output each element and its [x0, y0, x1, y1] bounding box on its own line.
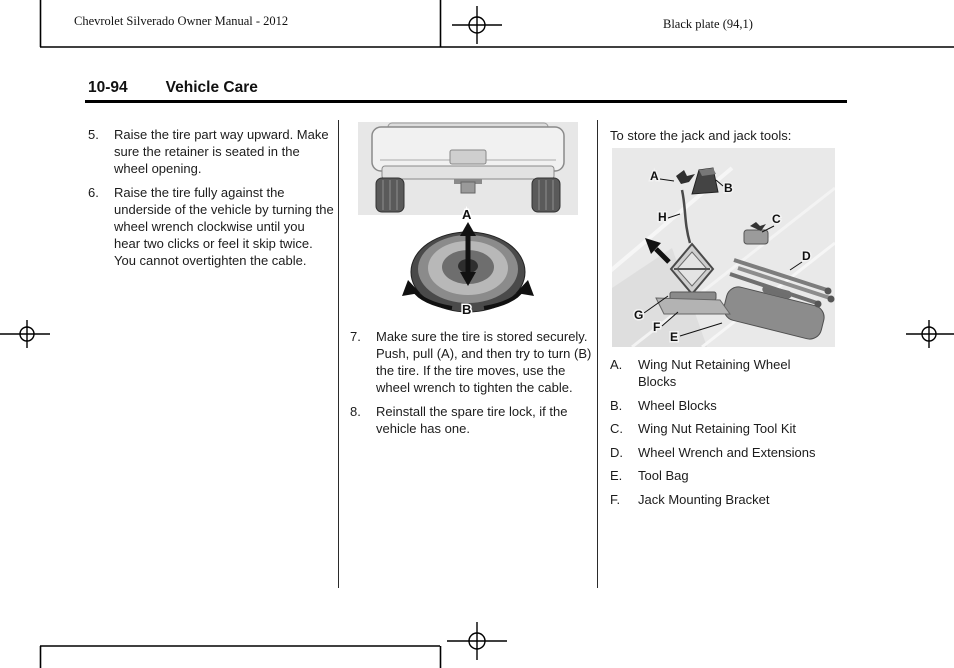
- direction-arrow: [645, 238, 671, 264]
- jack-tools-figure: A B H C D G F E: [612, 148, 835, 347]
- rotation-arrows: [402, 280, 534, 310]
- legend-text: Tool Bag: [638, 468, 689, 483]
- tools-label-e: E: [670, 330, 678, 344]
- column-middle: 7. Make sure the tire is stored securely…: [350, 328, 592, 444]
- step-item-5: 5. Raise the tire part way upward. Make …: [88, 126, 334, 177]
- legend-item-f: F. Jack Mounting Bracket: [610, 491, 825, 508]
- legend-item-d: D. Wheel Wrench and Extensions: [610, 444, 825, 461]
- tools-label-f: F: [653, 320, 660, 334]
- column-left: 5. Raise the tire part way upward. Make …: [88, 126, 334, 276]
- figure-label-b: B: [462, 302, 471, 317]
- legend-item-c: C. Wing Nut Retaining Tool Kit: [610, 420, 825, 437]
- tool-kit-illustration: [743, 222, 769, 245]
- legend-letter: C.: [610, 421, 623, 436]
- header-rule: [85, 100, 847, 103]
- vertical-arrow: [460, 222, 476, 286]
- step-number: 5.: [88, 127, 99, 142]
- jack-storage-intro: To store the jack and jack tools:: [610, 128, 792, 143]
- legend-item-e: E. Tool Bag: [610, 467, 825, 484]
- step-item-8: 8. Reinstall the spare tire lock, if the…: [350, 403, 592, 437]
- legend-letter: A.: [610, 357, 623, 372]
- legend-item-a: A. Wing Nut Retaining Wheel Blocks: [610, 356, 825, 390]
- figure-label-a: A: [462, 207, 472, 222]
- step-number: 7.: [350, 329, 361, 344]
- wing-nut-illustration: [676, 170, 695, 244]
- step-number: 6.: [88, 185, 99, 200]
- tools-label-g: G: [634, 308, 643, 322]
- page-number: 10-94: [88, 79, 128, 96]
- step-text: Raise the tire fully against the undersi…: [114, 185, 334, 268]
- plate-header-right: Black plate (94,1): [663, 17, 753, 31]
- step-text: Raise the tire part way upward. Make sur…: [114, 127, 329, 176]
- step-item-7: 7. Make sure the tire is stored securely…: [350, 328, 592, 396]
- rear-truck-illustration: [371, 122, 565, 213]
- spare-tire-figure: A B: [358, 122, 578, 318]
- callout-leaders: [643, 178, 803, 337]
- legend-text: Wing Nut Retaining Tool Kit: [638, 421, 797, 436]
- tools-label-h: H: [658, 210, 667, 224]
- legend-text: Wing Nut Retaining Wheel Blocks: [638, 357, 791, 389]
- column-divider-2: [597, 120, 598, 588]
- jack-illustration: [669, 242, 717, 301]
- step-text: Reinstall the spare tire lock, if the ve…: [376, 404, 568, 436]
- mounting-bracket-illustration: [655, 297, 731, 315]
- step-item-6: 6. Raise the tire fully against the unde…: [88, 184, 334, 269]
- legend-text: Wheel Blocks: [638, 397, 717, 413]
- column-divider-1: [338, 120, 339, 588]
- legend-text: Jack Mounting Bracket: [638, 491, 770, 507]
- section-title: Vehicle Care: [165, 79, 258, 96]
- plate-header-left: Chevrolet Silverado Owner Manual - 2012: [74, 14, 289, 28]
- tools-label-d: D: [802, 249, 811, 263]
- step-number: 8.: [350, 404, 361, 419]
- section-header: 10-94 Vehicle Care: [88, 79, 258, 97]
- tools-label-a: A: [650, 169, 659, 183]
- legend-letter: E.: [610, 468, 623, 483]
- legend-letter: F.: [610, 491, 621, 507]
- wrench-extensions-illustration: [729, 258, 835, 308]
- legend-text: Wheel Wrench and Extensions: [638, 444, 816, 460]
- tools-label-c: C: [772, 212, 781, 226]
- legend-letter: D.: [610, 444, 623, 460]
- jack-tools-legend: A. Wing Nut Retaining Wheel Blocks B. Wh…: [610, 356, 825, 514]
- legend-item-b: B. Wheel Blocks: [610, 397, 825, 414]
- legend-letter: B.: [610, 397, 623, 413]
- tools-label-b: B: [724, 181, 733, 195]
- wheel-block-illustration: [691, 167, 719, 195]
- step-text: Make sure the tire is stored securely. P…: [376, 329, 592, 395]
